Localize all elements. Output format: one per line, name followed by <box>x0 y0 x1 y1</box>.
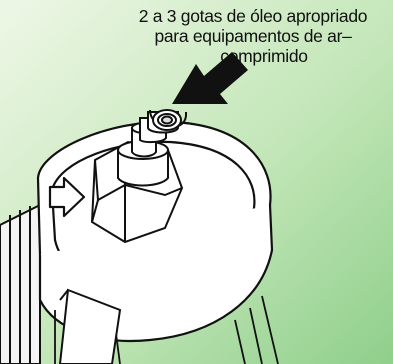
arrow-right-icon <box>48 176 86 218</box>
arrow-down-left-icon <box>172 52 248 104</box>
device-body <box>0 203 41 364</box>
device-lever <box>58 288 122 364</box>
caption-line-1: 2 a 3 gotas de óleo apropriado <box>138 6 368 26</box>
caption-line-3: comprimido <box>220 46 308 66</box>
caption-line-2: para equipamentos de ar– <box>154 26 352 46</box>
air-fitting <box>117 109 187 187</box>
instruction-caption: 2 a 3 gotas de óleo apropriado para equi… <box>118 6 388 66</box>
